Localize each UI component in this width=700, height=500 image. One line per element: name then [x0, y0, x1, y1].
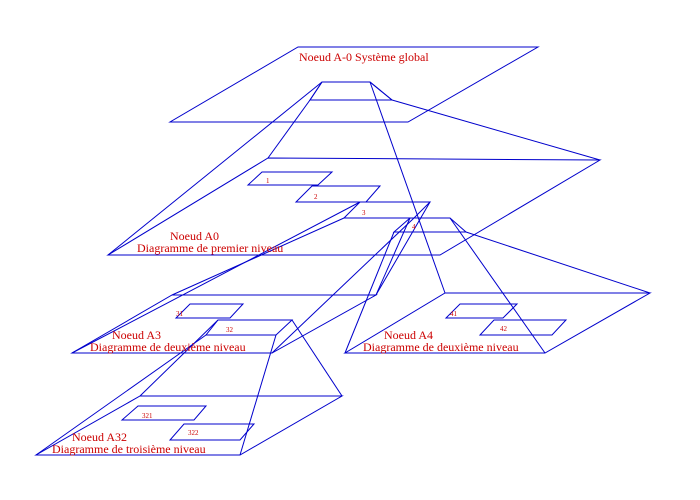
box-321-label: 321: [142, 412, 153, 420]
plane-a0-top: [168, 46, 540, 123]
node-a3-subtitle: Diagramme de deuxième niveau: [90, 340, 246, 354]
proj-a3-left: [171, 217, 345, 296]
node-a32-subtitle: Diagramme de troisième niveau: [52, 442, 206, 456]
diagram-lines: [34, 46, 652, 456]
proj-a3-left2: [71, 201, 361, 354]
plane-a0: [106, 157, 602, 256]
plane-a3: [70, 294, 378, 354]
proj-a4-left: [344, 231, 395, 354]
proj-a32-left: [35, 334, 207, 456]
box-3-label: 3: [362, 209, 366, 217]
proj-a0-left2: [107, 81, 323, 256]
box-31: [174, 303, 245, 319]
proj-a0-right: [391, 99, 601, 161]
box-321: [120, 405, 208, 421]
proj-a4-right: [465, 231, 651, 294]
proj-a32-right2: [291, 319, 343, 397]
box-1: [246, 171, 334, 186]
proj-a32-left2: [139, 319, 219, 397]
proj-a3-right2: [375, 201, 431, 296]
node-a32-title: Noeud A32: [72, 430, 127, 444]
node-a4-title: Noeud A4: [384, 328, 433, 342]
plane-a32: [34, 395, 344, 456]
box-a0-system: [309, 81, 394, 101]
node-a3-title: Noeud A3: [112, 328, 161, 342]
box-41: [444, 303, 519, 319]
node-a0-subtitle: Diagramme de premier niveau: [137, 241, 283, 255]
box-4-label: 4: [412, 223, 416, 231]
box-41-label: 41: [450, 310, 458, 318]
proj-a32-right: [239, 334, 277, 456]
edge-a0box-left-a: [309, 81, 323, 101]
box-42: [478, 319, 568, 336]
node-a0-title: Noeud A0: [170, 229, 219, 243]
box-2: [294, 185, 382, 203]
node-a0-top-title: Noeud A-0 Système global: [299, 50, 429, 64]
box-1-label: 1: [266, 177, 270, 185]
box-32-label: 32: [226, 326, 234, 334]
box-322-label: 322: [188, 429, 199, 437]
edge-a0box-right-a: [369, 81, 393, 101]
box-322: [168, 423, 256, 441]
proj-a0-down: [369, 81, 446, 294]
box-3: [342, 201, 432, 219]
diagram-text: Noeud A-0 Système global Noeud A0 Diagra…: [52, 50, 519, 456]
proj-a4-right2: [449, 217, 546, 354]
plane-a4: [343, 292, 652, 354]
box-42-label: 42: [500, 325, 508, 333]
node-a4-subtitle: Diagramme de deuxième niveau: [363, 340, 519, 354]
box-2-label: 2: [314, 193, 318, 201]
box-32: [204, 319, 294, 336]
proj-a0-left: [267, 99, 311, 159]
box-31-label: 31: [176, 310, 184, 318]
proj-a4-left2: [375, 217, 411, 296]
